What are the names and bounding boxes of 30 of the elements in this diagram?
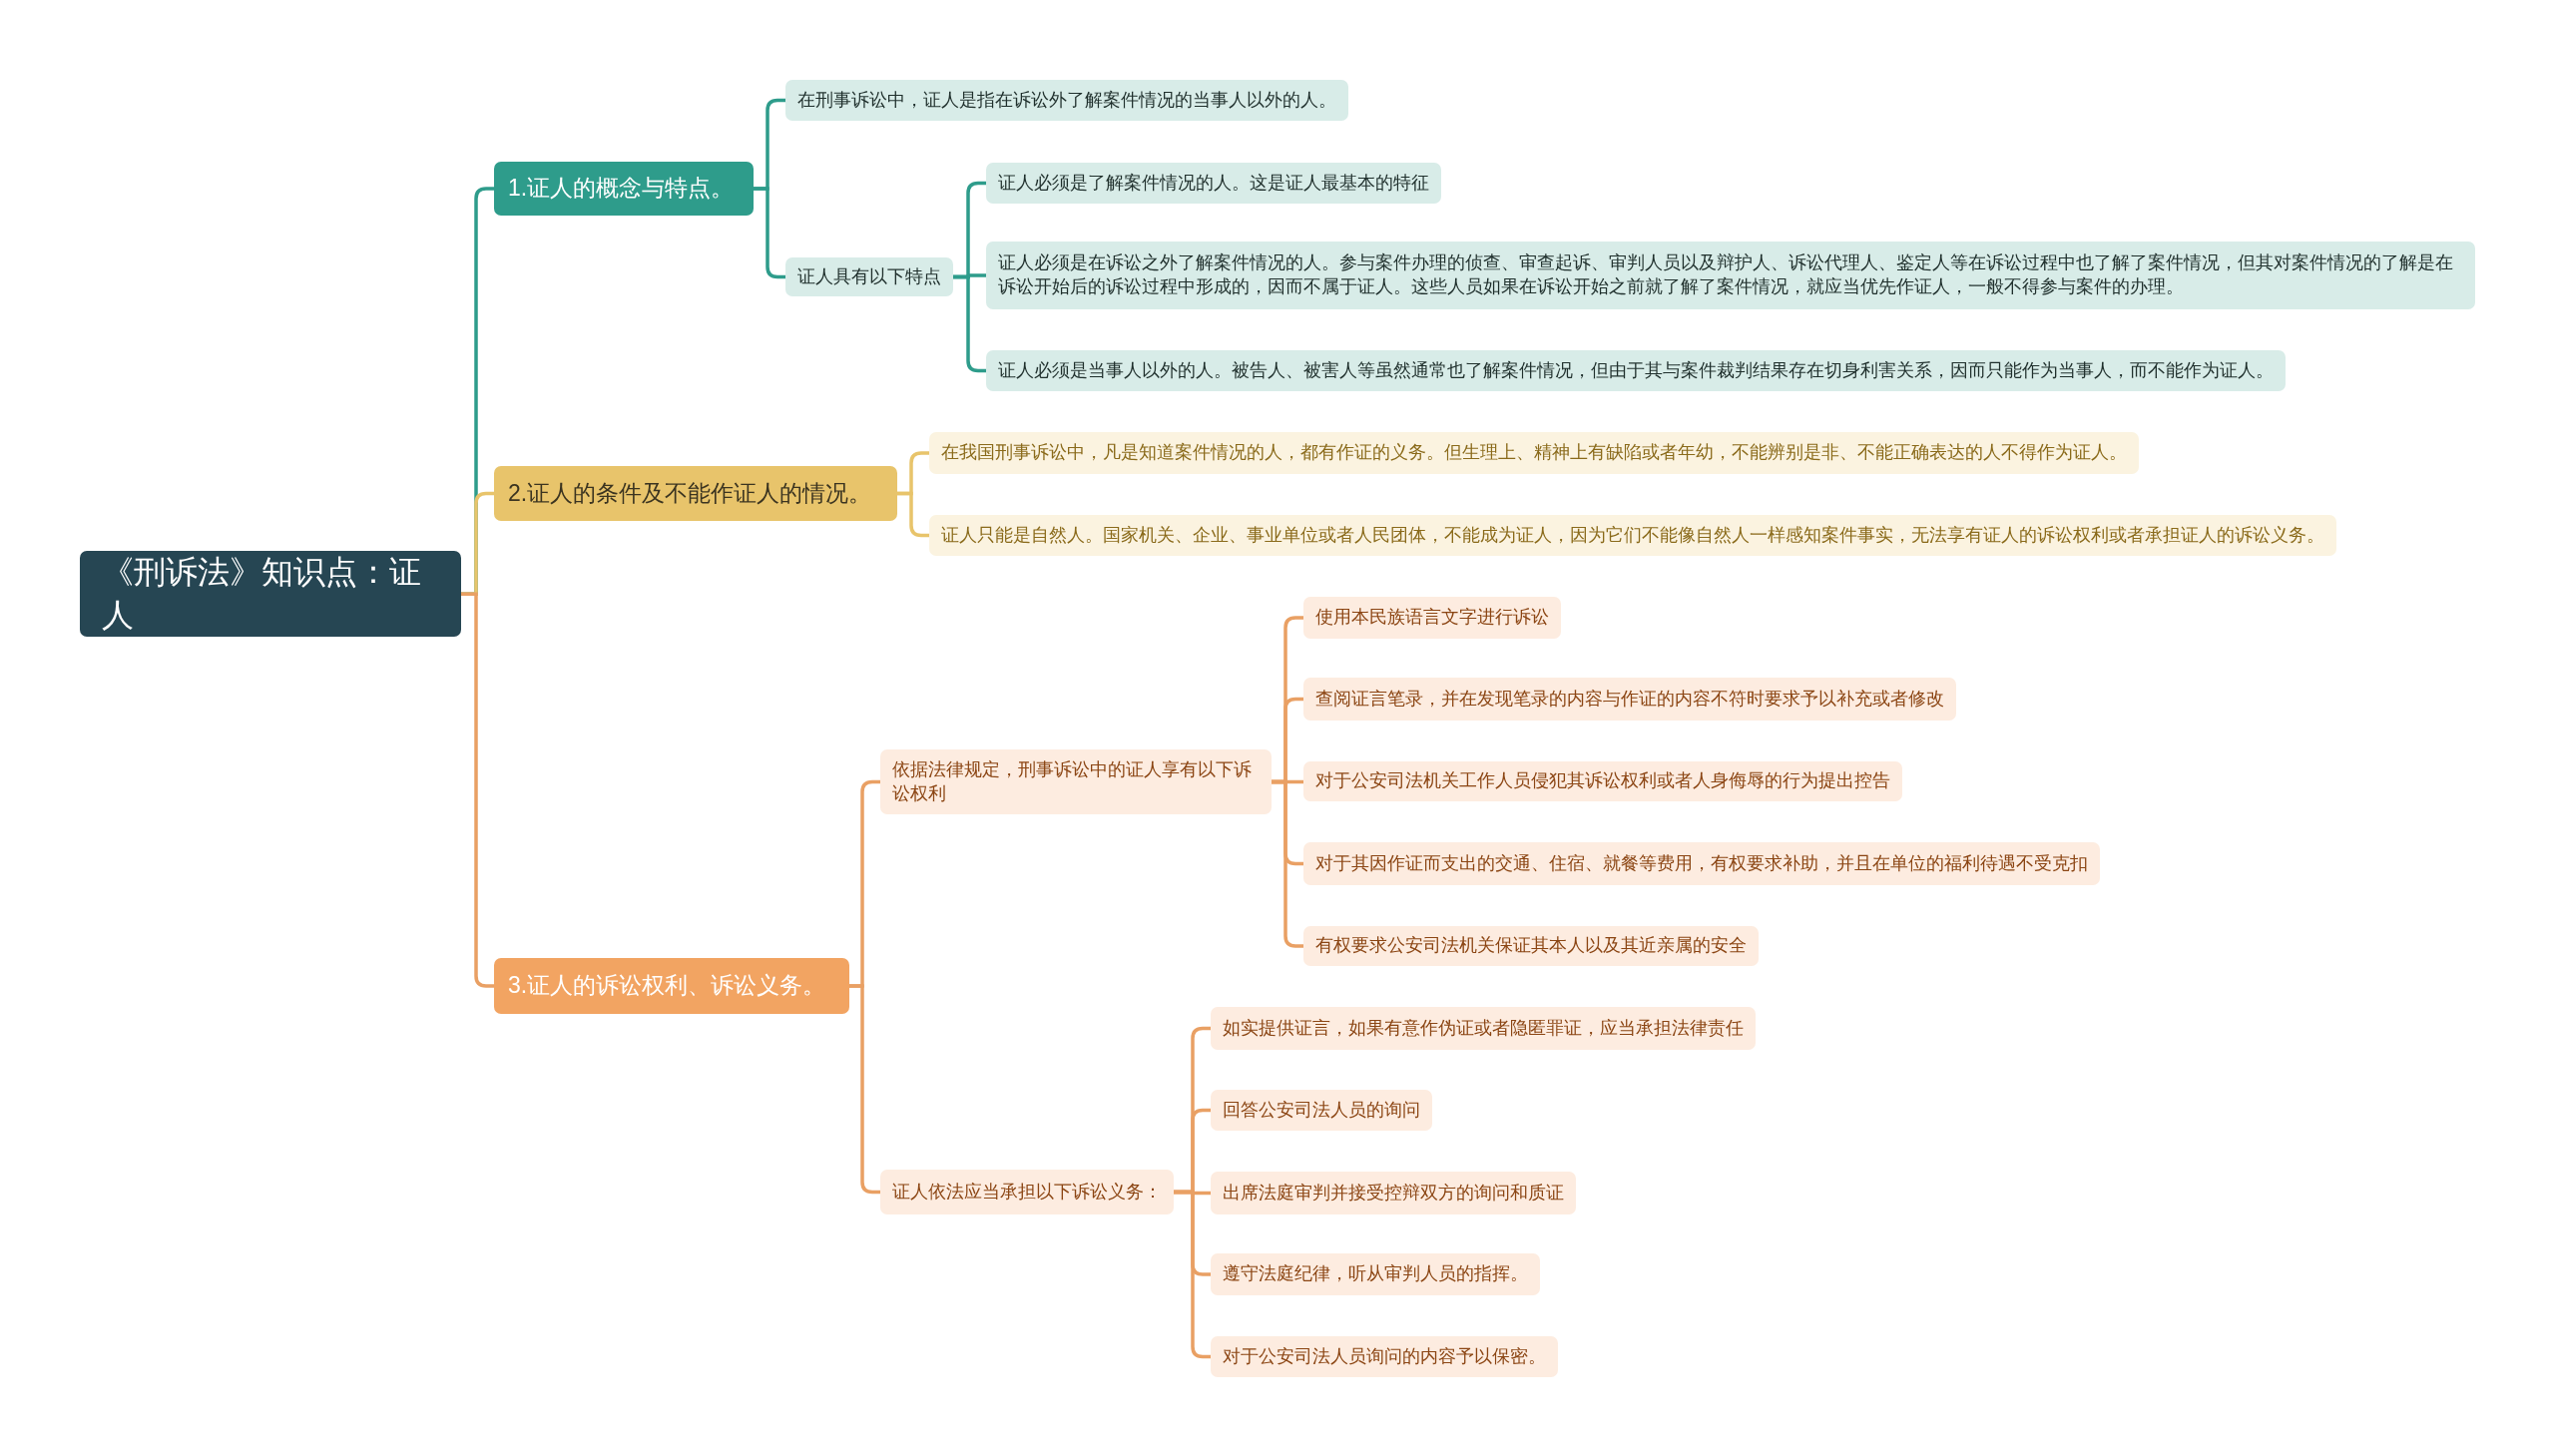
subtopic-box: 查阅证言笔录，并在发现笔录的内容与作证的内容不符时要求予以补充或者修改 [1303,678,1956,721]
connector-line [754,187,785,279]
subtopic-box: 在我国刑事诉讼中，凡是知道案件情况的人，都有作证的义务。但生理上、精神上有缺陷或者年幼，不能辨别是非、不能正确表达的人不得作为证人。 [929,432,2139,474]
connector-line [953,274,986,373]
subtopic-box: 回答公安司法人员的询问 [1211,1090,1432,1131]
subtopic-box: 证人必须是了解案件情况的人。这是证人最基本的特征 [986,163,1441,204]
branch-topic-box: 3.证人的诉讼权利、诉讼义务。 [494,958,849,1014]
subtopic-box: 证人必须是在诉讼之外了解案件情况的人。参与案件办理的侦查、审查起诉、审判人员以及辩护人、诉讼代理人、鉴定人等在诉讼过程中也了解了案件情况，但其对案件情况的了解是在诉讼开始后的诉讼过程中形成的，因而不属于证人。这些人员如果在诉讼开始之前就了解了案件情况，就应当优先作证人，一般不得参与案件的办理。 [986,242,2475,309]
connector-line [1272,779,1303,948]
subtopic-box: 证人具有以下特点 [785,257,953,296]
branch-topic-box: 2.证人的条件及不能作证人的情况。 [494,466,897,521]
subtopic-box: 证人必须是当事人以外的人。被告人、被害人等虽然通常也了解案件情况，但由于其与案件裁判结果存在切身利害关系，因而只能作为当事人，而不能作为证人。 [986,350,2286,391]
subtopic-box: 如实提供证言，如果有意作伪证或者隐匿罪证，应当承担法律责任 [1211,1007,1756,1050]
connector-line [897,491,929,538]
subtopic-box: 依据法律规定，刑事诉讼中的证人享有以下诉讼权利 [880,749,1272,814]
branch-topic-box: 1.证人的概念与特点。 [494,162,754,216]
connector-line [1174,1190,1211,1359]
subtopic-box: 对于公安司法机关工作人员侵犯其诉讼权利或者人身侮辱的行为提出控告 [1303,761,1902,801]
subtopic-box: 证人只能是自然人。国家机关、企业、事业单位或者人民团体，不能成为证人，因为它们不能像自然人一样感知案件事实，无法享有证人的诉讼权利或者承担证人的诉讼义务。 [929,515,2336,556]
subtopic-box: 在刑事诉讼中，证人是指在诉讼外了解案件情况的当事人以外的人。 [785,80,1348,121]
subtopic-box: 证人依法应当承担以下诉讼义务： [880,1170,1174,1214]
subtopic-box: 遵守法庭纪律，听从审判人员的指挥。 [1211,1253,1540,1295]
subtopic-box: 对于其因作证而支出的交通、住宿、就餐等费用，有权要求补助，并且在单位的福利待遇不受克扣 [1303,842,2100,885]
connector-line [849,984,880,1195]
subtopic-box: 对于公安司法人员询问的内容予以保密。 [1211,1336,1558,1377]
subtopic-box: 出席法庭审判并接受控辩双方的询问和质证 [1211,1172,1576,1214]
subtopic-box: 使用本民族语言文字进行诉讼 [1303,597,1561,639]
root-topic-box: 《刑诉法》知识点：证人 [80,551,461,638]
connector-line [461,592,494,988]
subtopic-box: 有权要求公安司法机关保证其本人以及其近亲属的安全 [1303,926,1759,966]
